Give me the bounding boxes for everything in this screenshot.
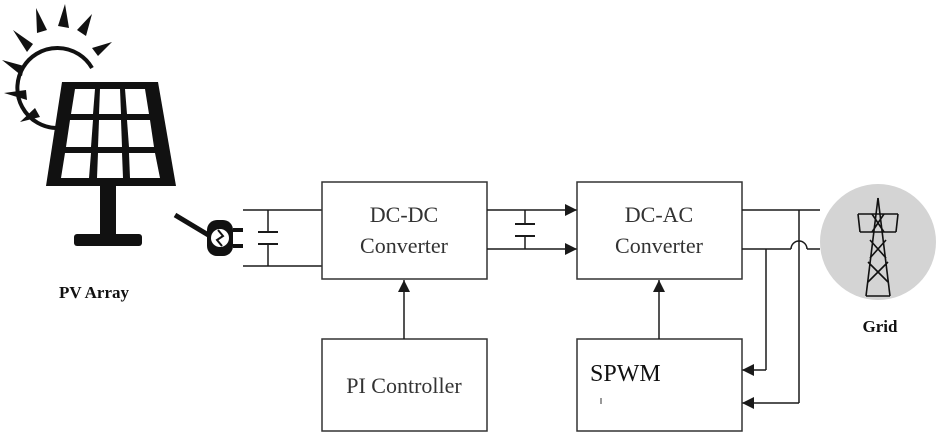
dcdc-label-line2: Converter <box>360 233 449 258</box>
solar-panel-icon <box>46 82 212 246</box>
capacitor-icon <box>258 231 278 245</box>
dcdc-converter-block: DC-DC Converter <box>321 181 488 280</box>
feedback-lines <box>742 210 800 409</box>
spwm-block: SPWM <box>576 338 743 432</box>
sun-icon <box>2 4 112 130</box>
grid-label: Grid <box>863 317 898 336</box>
plug-icon <box>207 220 243 256</box>
ac-output-lines <box>742 209 820 250</box>
dcac-label-line2: Converter <box>615 233 704 258</box>
pv-array-label: PV Array <box>59 283 130 302</box>
pi-controller-block: PI Controller <box>321 338 488 432</box>
dcac-converter-block: DC-AC Converter <box>576 181 743 280</box>
dc-link-lines <box>487 204 577 255</box>
grid-symbol <box>820 184 936 300</box>
dcdc-label-line1: DC-DC <box>370 202 438 227</box>
input-lines <box>243 209 322 267</box>
transmission-tower-icon <box>857 197 899 297</box>
pi-controller-label: PI Controller <box>346 373 462 398</box>
dc-link-capacitor-icon <box>515 223 535 237</box>
dcac-label-line1: DC-AC <box>625 202 693 227</box>
spwm-label: SPWM <box>590 361 661 387</box>
